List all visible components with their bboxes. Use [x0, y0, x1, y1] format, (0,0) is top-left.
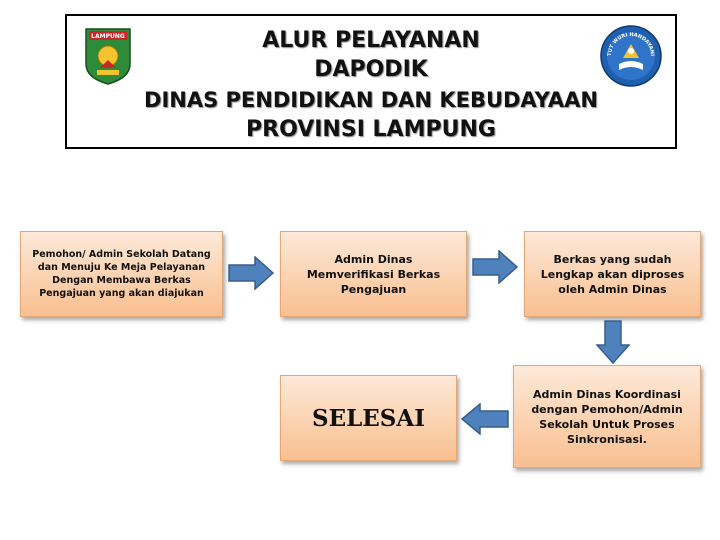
arrow-right-icon — [472, 250, 518, 284]
arrow-left-icon — [461, 403, 509, 435]
title-line-4: PROVINSI LAMPUNG — [246, 117, 496, 142]
finish-box: SELESAI — [280, 375, 457, 461]
arrow-down-icon — [596, 320, 630, 364]
title-line-1: ALUR PELAYANAN — [262, 28, 480, 53]
step-2-box: Admin Dinas Memverifikasi Berkas Pengaju… — [280, 231, 467, 317]
title-line-2: DAPODIK — [314, 57, 428, 82]
step-1-box: Pemohon/ Admin Sekolah Datang dan Menuju… — [20, 231, 223, 317]
title-line-3: DINAS PENDIDIKAN DAN KEBUDAYAAN — [144, 88, 598, 112]
tut-wuri-handayani-logo-icon: TUT WURI HANDAYANI — [600, 25, 662, 87]
svg-text:LAMPUNG: LAMPUNG — [91, 33, 125, 40]
lampung-province-emblem-icon: LAMPUNG — [85, 28, 131, 85]
arrow-right-icon — [228, 256, 274, 290]
step-2-text: Admin Dinas Memverifikasi Berkas Pengaju… — [306, 252, 441, 296]
step-3-text: Berkas yang sudah Lengkap akan diproses … — [540, 252, 685, 296]
step-4-text: Admin Dinas Koordinasi dengan Pemohon/Ad… — [531, 387, 683, 446]
title-banner: LAMPUNG ALUR PELAYANAN DAPODIK DINAS PEN… — [65, 14, 677, 149]
finish-text: SELESAI — [311, 404, 426, 432]
step-3-box: Berkas yang sudah Lengkap akan diproses … — [524, 231, 701, 317]
step-4-box: Admin Dinas Koordinasi dengan Pemohon/Ad… — [513, 365, 701, 468]
step-1-text: Pemohon/ Admin Sekolah Datang dan Menuju… — [32, 249, 211, 299]
